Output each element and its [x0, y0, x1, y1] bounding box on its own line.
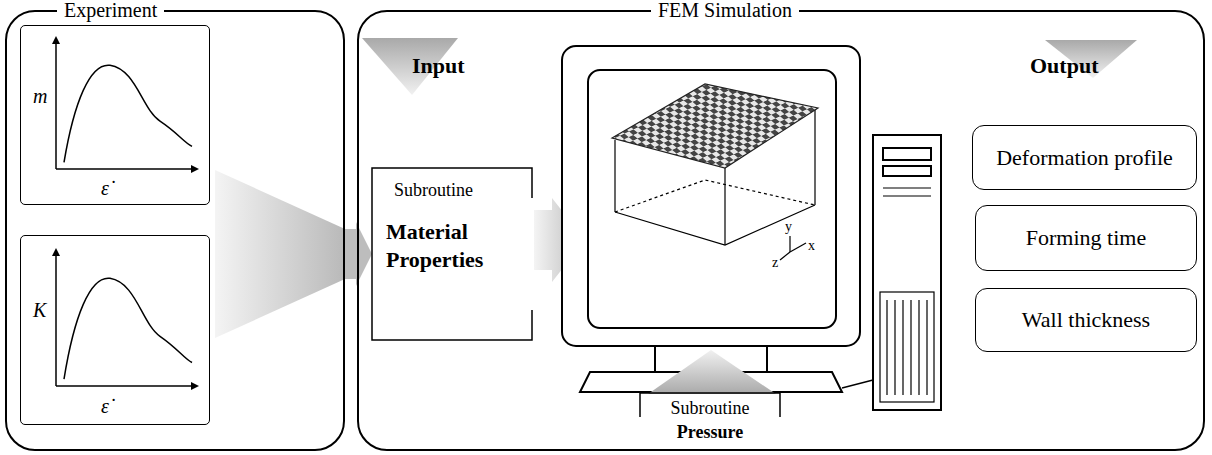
module-name: Material Properties	[386, 218, 518, 274]
panel-title: FEM Simulation	[651, 0, 799, 22]
chart-box: Kε̇	[20, 235, 210, 425]
monitor	[562, 46, 860, 392]
output-box: Forming time	[975, 205, 1197, 271]
input-funnel	[215, 170, 345, 338]
computer-tower	[873, 135, 941, 410]
vent-stripe	[886, 300, 887, 395]
output-label: Forming time	[1026, 225, 1146, 251]
vent-stripe	[926, 300, 927, 395]
group-panel: mε̇Kε̇Experiment	[5, 10, 345, 451]
axis-label: y	[785, 219, 792, 234]
vent-stripe	[918, 300, 919, 395]
x-axis-label: ε̇	[101, 394, 109, 418]
output-box: Deformation profile	[972, 125, 1197, 190]
module-name: Pressure	[640, 421, 780, 443]
sheet-mesh	[612, 84, 818, 168]
subroutine-label: Subroutine	[640, 397, 780, 419]
subroutine-label: Subroutine	[394, 176, 473, 204]
output-label: Deformation profile	[996, 145, 1173, 171]
stage-label: Output	[1030, 54, 1098, 78]
axis-triad	[780, 236, 806, 260]
subroutine-box: SubroutineMaterial Properties	[372, 168, 532, 340]
output-label: Wall thickness	[1022, 307, 1150, 333]
pressure-triangle	[648, 350, 776, 394]
axis-label: x	[808, 238, 815, 253]
chart-plot	[21, 26, 209, 204]
axis-label: z	[772, 255, 778, 270]
output-box: Wall thickness	[975, 288, 1197, 352]
vent-stripe	[902, 300, 903, 395]
stage-label: Input	[412, 54, 465, 78]
y-axis-label: K	[33, 298, 46, 322]
x-axis-label: ε̇	[101, 176, 109, 200]
vent-stripe	[910, 300, 911, 395]
chart-box: m ε̇	[20, 25, 210, 205]
subroutine-box: SubroutinePressure	[640, 393, 780, 449]
vent-stripe	[894, 300, 895, 395]
panel-title: Experiment	[57, 0, 164, 22]
y-axis-label: m	[33, 84, 47, 108]
cable	[842, 380, 873, 388]
chart-plot	[21, 236, 209, 424]
